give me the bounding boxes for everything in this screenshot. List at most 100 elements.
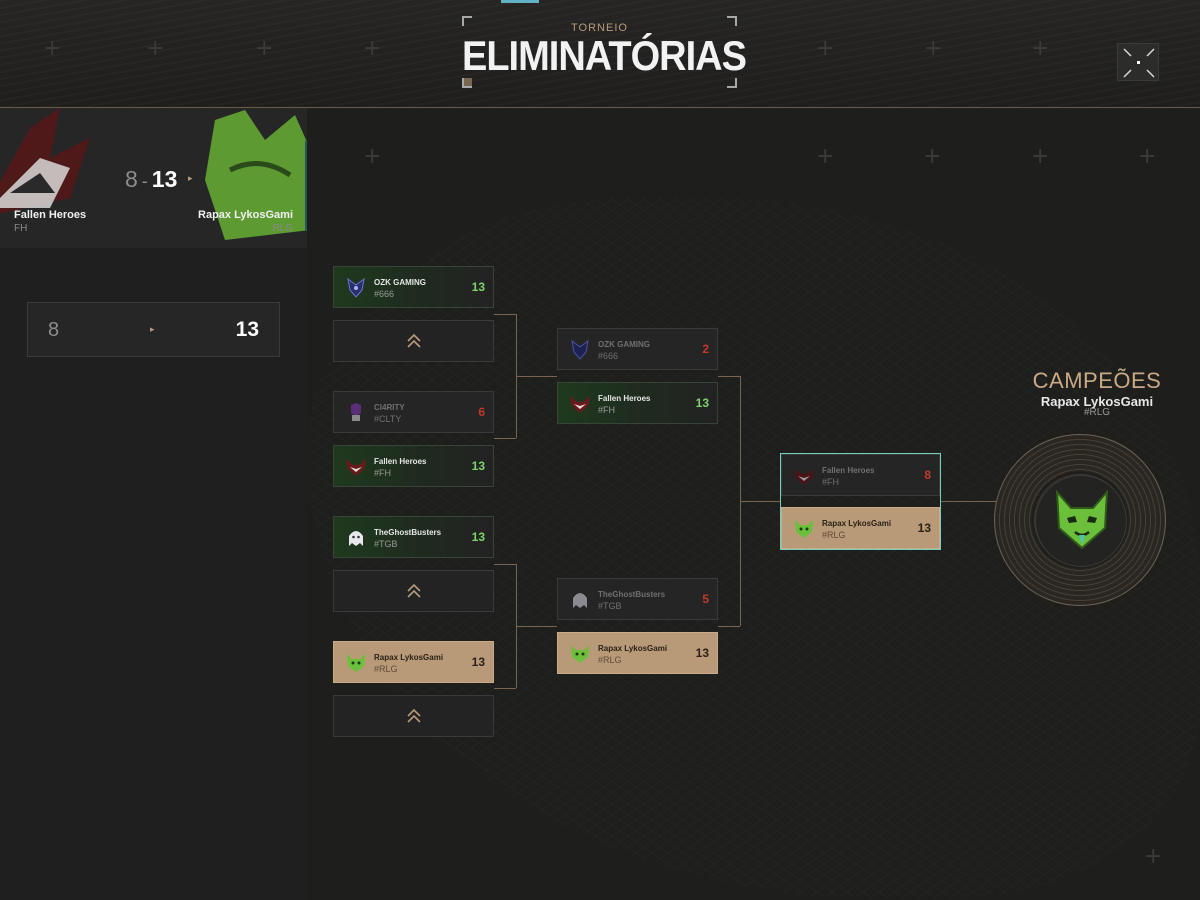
plus-decor-icon: +	[363, 144, 382, 169]
team-name: Rapax LykosGami	[822, 519, 892, 528]
current-match-card[interactable]: 8-13 ▸ Fallen Heroes FH Rapax LykosGami …	[0, 108, 307, 248]
fullscreen-icon	[1123, 48, 1155, 78]
fallen-heroes-logo-icon	[794, 468, 814, 485]
ozk-gaming-logo-icon	[571, 339, 589, 360]
plus-decor-icon: +	[1031, 36, 1050, 61]
score-summary-left: 8	[48, 319, 60, 341]
bracket-line	[494, 314, 516, 315]
fallen-heroes-logo-icon	[346, 459, 366, 476]
team-right-tag: RLG	[272, 223, 293, 234]
team-score: 5	[702, 592, 709, 606]
frame-corner	[462, 78, 472, 88]
bracket-line	[516, 626, 557, 627]
header-background-pattern	[0, 0, 1200, 107]
team-right-name: Rapax LykosGami	[198, 209, 293, 221]
match-score: 8-13	[125, 166, 177, 193]
plus-decor-icon: +	[363, 36, 382, 61]
team-tag: #TGB	[374, 539, 398, 549]
team-tag: #FH	[822, 477, 840, 487]
bracket-line	[941, 501, 996, 502]
score-right: 13	[151, 166, 178, 192]
frame-corner	[462, 16, 472, 26]
team-name: TheGhostBusters	[374, 528, 442, 537]
score-summary-right: 13	[235, 318, 259, 341]
chevron-up-double-icon	[407, 583, 421, 598]
team-name: Fallen Heroes	[598, 394, 651, 403]
bracket-card-r2-1[interactable]: OZK GAMING #666 2	[557, 328, 718, 370]
team-name: Fallen Heroes	[374, 457, 427, 466]
fallen-heroes-logo-icon	[570, 396, 590, 413]
plus-decor-icon: +	[924, 36, 943, 61]
team-score: 6	[478, 405, 485, 419]
team-score: 13	[471, 280, 485, 294]
bracket-line	[740, 501, 780, 502]
bracket-line	[494, 564, 516, 565]
team-score: 13	[695, 646, 709, 660]
bracket-line	[494, 688, 516, 689]
team-name: Fallen Heroes	[822, 466, 875, 475]
header: + + + + + + + TORNEIO ELIMINATÓRIAS	[0, 0, 1200, 108]
team-name: TheGhostBusters	[598, 590, 666, 599]
team-tag: #RLG	[822, 530, 846, 540]
rapax-lykosgami-logo-icon	[347, 654, 365, 672]
bracket-card-r1-5[interactable]: TheGhostBusters #TGB 13	[333, 516, 494, 558]
frame-corner	[727, 78, 737, 88]
plus-decor-icon: +	[1031, 144, 1050, 169]
fallen-heroes-logo-art	[0, 108, 90, 214]
page-title: ELIMINATÓRIAS	[462, 33, 747, 81]
fullscreen-button[interactable]	[1117, 43, 1159, 81]
bracket-card-r1-6-empty	[333, 570, 494, 612]
rapax-lykosgami-logo-icon	[571, 645, 589, 663]
clarity-logo-icon	[351, 403, 361, 421]
team-score: 13	[471, 655, 485, 669]
bracket-area: + + + + + + OZK GAMING #666 13 CI4RITY #…	[307, 108, 1200, 900]
champion-name: Rapax LykosGami	[1040, 394, 1154, 409]
score-summary-arrow-icon: ▸	[150, 325, 155, 335]
bracket-card-r1-7[interactable]: Rapax LykosGami #RLG 13	[333, 641, 494, 683]
team-score: 13	[695, 396, 709, 410]
team-tag: #666	[598, 351, 619, 361]
bracket-line	[718, 626, 740, 627]
ghostbusters-logo-icon	[349, 531, 363, 546]
team-name: Rapax LykosGami	[374, 653, 444, 662]
team-score: 13	[917, 521, 931, 535]
bracket-line	[516, 376, 557, 377]
page-subtitle: TORNEIO	[571, 22, 628, 34]
bracket-card-r1-8-empty	[333, 695, 494, 737]
team-score: 13	[471, 530, 485, 544]
ghostbusters-logo-icon	[573, 593, 587, 608]
bracket-card-r2-4[interactable]: Rapax LykosGami #RLG 13	[557, 632, 718, 674]
chevron-up-double-icon	[407, 333, 421, 348]
team-tag: #FH	[374, 468, 392, 478]
sidebar: 8-13 ▸ Fallen Heroes FH Rapax LykosGami …	[0, 108, 307, 900]
ozk-gaming-logo-icon	[347, 277, 365, 298]
bracket-line	[494, 438, 516, 439]
bracket-card-r2-2[interactable]: Fallen Heroes #FH 13	[557, 382, 718, 424]
plus-decor-icon: +	[43, 36, 62, 61]
team-score: 2	[702, 342, 709, 356]
champion-label: CAMPEÕES	[1032, 368, 1162, 393]
champion-tag: #RLG	[1083, 407, 1111, 418]
score-separator: -	[141, 171, 148, 191]
bracket-card-final-1[interactable]: Fallen Heroes #FH 8	[781, 454, 940, 496]
rapax-lykosgami-logo-icon	[795, 520, 813, 538]
bracket-card-final-2[interactable]: Rapax LykosGami #RLG 13	[781, 507, 940, 549]
bracket-card-r1-4[interactable]: Fallen Heroes #FH 13	[333, 445, 494, 487]
team-left-name: Fallen Heroes	[14, 209, 87, 221]
plus-decor-icon: +	[816, 144, 835, 169]
bracket-card-r2-3[interactable]: TheGhostBusters #TGB 5	[557, 578, 718, 620]
team-name: Rapax LykosGami	[598, 644, 668, 653]
team-name: OZK GAMING	[374, 278, 426, 287]
plus-decor-icon: +	[1144, 844, 1163, 869]
team-tag: #FH	[598, 405, 616, 415]
bracket-card-r1-3[interactable]: CI4RITY #CLTY 6	[333, 391, 494, 433]
winner-arrow-icon: ▸	[188, 174, 193, 184]
header-top-indicator	[501, 0, 539, 3]
score-summary: 8 ▸ 13	[27, 302, 280, 357]
plus-decor-icon: +	[816, 36, 835, 61]
chevron-up-double-icon	[407, 708, 421, 723]
bracket-card-r1-1[interactable]: OZK GAMING #666 13	[333, 266, 494, 308]
team-score: 13	[471, 459, 485, 473]
plus-decor-icon: +	[1138, 144, 1157, 169]
rapax-lykosgami-logo-art	[205, 110, 307, 240]
